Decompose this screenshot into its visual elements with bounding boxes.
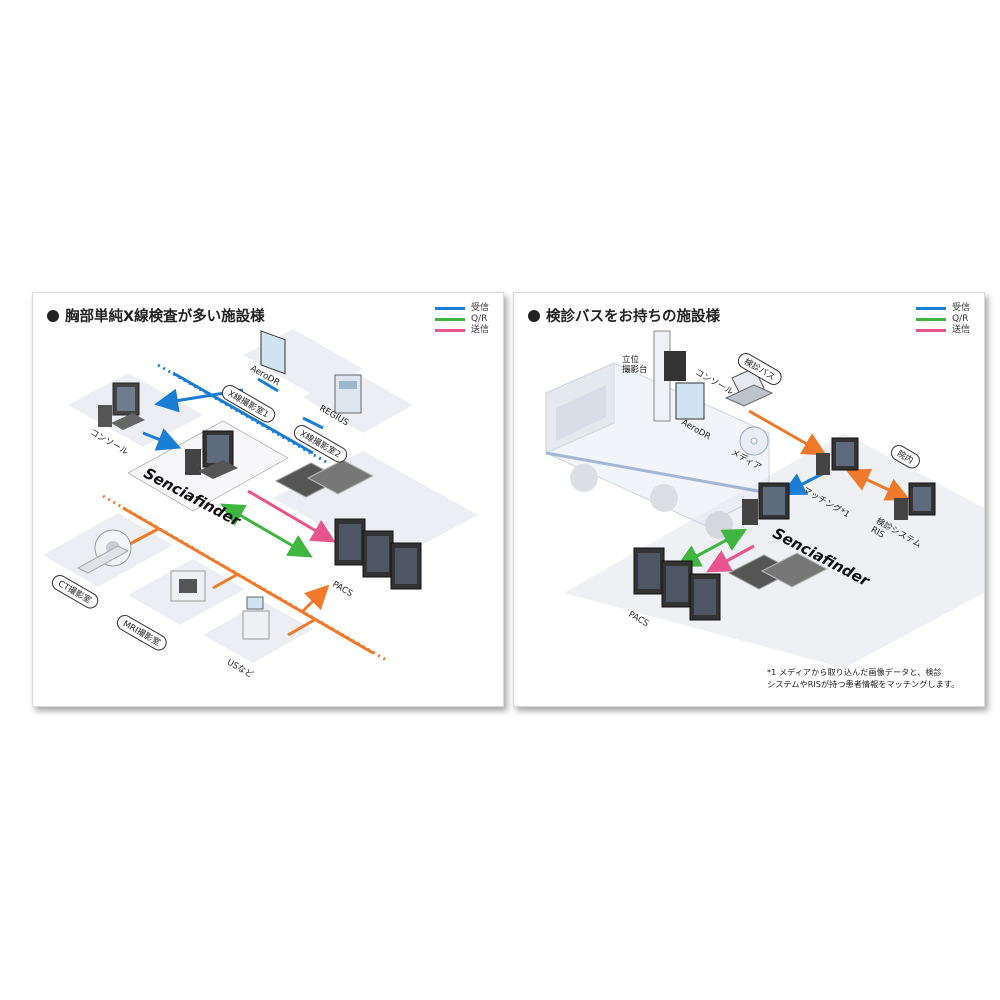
legend: 受信 Q/R 送信 (915, 303, 970, 336)
blue-arrow-senciafinder (142, 428, 182, 451)
blue-drop-room2 (302, 416, 324, 430)
orange-arrow-media (748, 409, 827, 456)
xray-films (727, 552, 829, 590)
panel-chest-xray: 胸部単純X線検査が多い施設様 受信 Q/R 送信 (32, 292, 504, 707)
regius-reader (334, 374, 362, 414)
orange-drop-us (287, 617, 317, 637)
legend-receive-swatch (915, 307, 946, 310)
senciafinder-workstation (185, 430, 238, 479)
bus-diagram (545, 330, 984, 668)
green-arrow-qr (676, 528, 748, 568)
panel-title: 検診バスをお持ちの施設様 (528, 305, 720, 326)
us-machine (242, 596, 270, 640)
console-workstation (98, 382, 145, 430)
panel-health-bus: 検診バスをお持ちの施設様 受信 Q/R 送信 (513, 292, 985, 707)
panel-title: 胸部単純X線検査が多い施設様 (47, 305, 265, 326)
standing-stand (653, 330, 686, 422)
legend: 受信 Q/R 送信 (434, 303, 489, 336)
blue-arrow-matching (780, 471, 825, 496)
senciafinder-workstation (742, 482, 790, 525)
blue-network-line (172, 371, 314, 455)
orange-network-line (122, 506, 374, 655)
legend-send-swatch (915, 329, 946, 332)
bullet-icon (528, 310, 540, 322)
label-standing: 立位 撮影台 (622, 355, 648, 375)
aerodr-panel (675, 382, 705, 420)
bullet-icon (47, 310, 59, 322)
aerodr-detector (260, 330, 286, 375)
pacs-monitors (633, 547, 721, 621)
network-diagram (43, 329, 478, 663)
legend-qr-swatch (915, 318, 946, 321)
orange-drop-ct (127, 527, 159, 547)
green-arrow-qr (220, 503, 313, 558)
matching-workstation (816, 437, 859, 475)
pink-arrow-pacs (706, 544, 755, 573)
ris-workstation (894, 482, 936, 520)
legend-receive-swatch (434, 307, 465, 310)
xray-films (274, 459, 375, 498)
mri-scanner (170, 570, 206, 602)
pacs-monitors (334, 518, 422, 590)
orange-drop-mri (212, 572, 239, 590)
orange-arrow-ris (845, 468, 911, 501)
legend-send-swatch (434, 329, 465, 332)
footnote: *1 メディアから取り込んだ画像データと、検診 システムやRISが持つ患者情報を… (767, 667, 960, 689)
orange-arrow-pacs (301, 584, 330, 613)
blue-drop-room1 (257, 377, 279, 393)
ct-scanner (76, 529, 132, 574)
media-disc (739, 426, 769, 456)
legend-qr-swatch (434, 318, 465, 321)
